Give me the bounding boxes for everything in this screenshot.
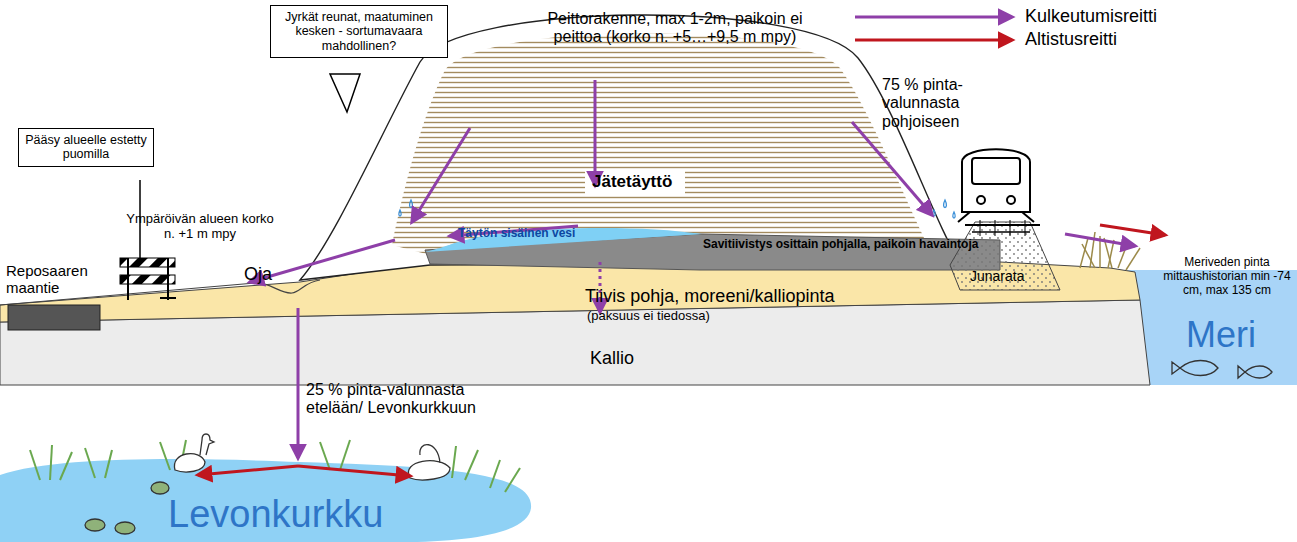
legend-text: Kulkeutumisreitti [1025, 6, 1157, 27]
transport-route-arrows [250, 80, 1135, 458]
pond [0, 459, 531, 542]
pond-label: Levonkurkku [168, 493, 383, 537]
internal-water [440, 228, 702, 250]
fill-label: Jätetäyttö [592, 172, 672, 192]
pond-reeds [30, 440, 520, 492]
legend-sample-line [855, 16, 1012, 19]
legend-sample-line [855, 39, 1012, 42]
cover-note: Peittorakenne, max 1-2m, paikoin ei peit… [540, 10, 810, 47]
elevation-note: Ympäröivän alueen korko n. +1 m mpy [120, 212, 280, 242]
fish-icons [1172, 361, 1272, 379]
runoff-note: 75 % pinta-valunnasta pohjoiseen [882, 76, 1032, 131]
callout-text: Jyrkät reunat, maatuminen kesken - sortu… [277, 10, 441, 53]
road [8, 305, 100, 330]
bedrock-label: Kallio [590, 348, 634, 369]
runoff-note: 25 % pinta-valunnasta etelään/ Levonkurk… [306, 381, 481, 418]
legend-text: Altistusreitti [1025, 29, 1117, 50]
callout-box: Jyrkät reunat, maatuminen kesken - sortu… [270, 5, 448, 58]
train-icon [958, 149, 1034, 222]
exposure-route-arrows [198, 225, 1165, 476]
callout-text: Pääsy alueelle estetty puomilla [25, 133, 147, 162]
sea-level-note: Meriveden pinta mittaushistorian min -74… [1160, 256, 1294, 297]
sea-label: Meri [1186, 314, 1256, 355]
railway-label: Junarata [970, 268, 1024, 284]
liner-label: Savitiivistys osittain pohjalla, paikoin… [703, 238, 988, 252]
callout-box: Pääsy alueelle estetty puomilla [18, 128, 154, 167]
waste-fill-hatching [392, 33, 930, 255]
road-label: Reposaaren maantie [6, 262, 106, 297]
callout-tail [330, 74, 360, 112]
base-note: (paksuus ei tiedossa) [587, 309, 710, 324]
rail-embankment [950, 222, 1060, 290]
water-label: Täytön sisäinen vesi [458, 227, 575, 241]
ditch-label: Oja [244, 264, 272, 285]
water-drops [399, 200, 955, 218]
base-label: Tiivis pohja, moreeni/kalliopinta [585, 286, 834, 307]
